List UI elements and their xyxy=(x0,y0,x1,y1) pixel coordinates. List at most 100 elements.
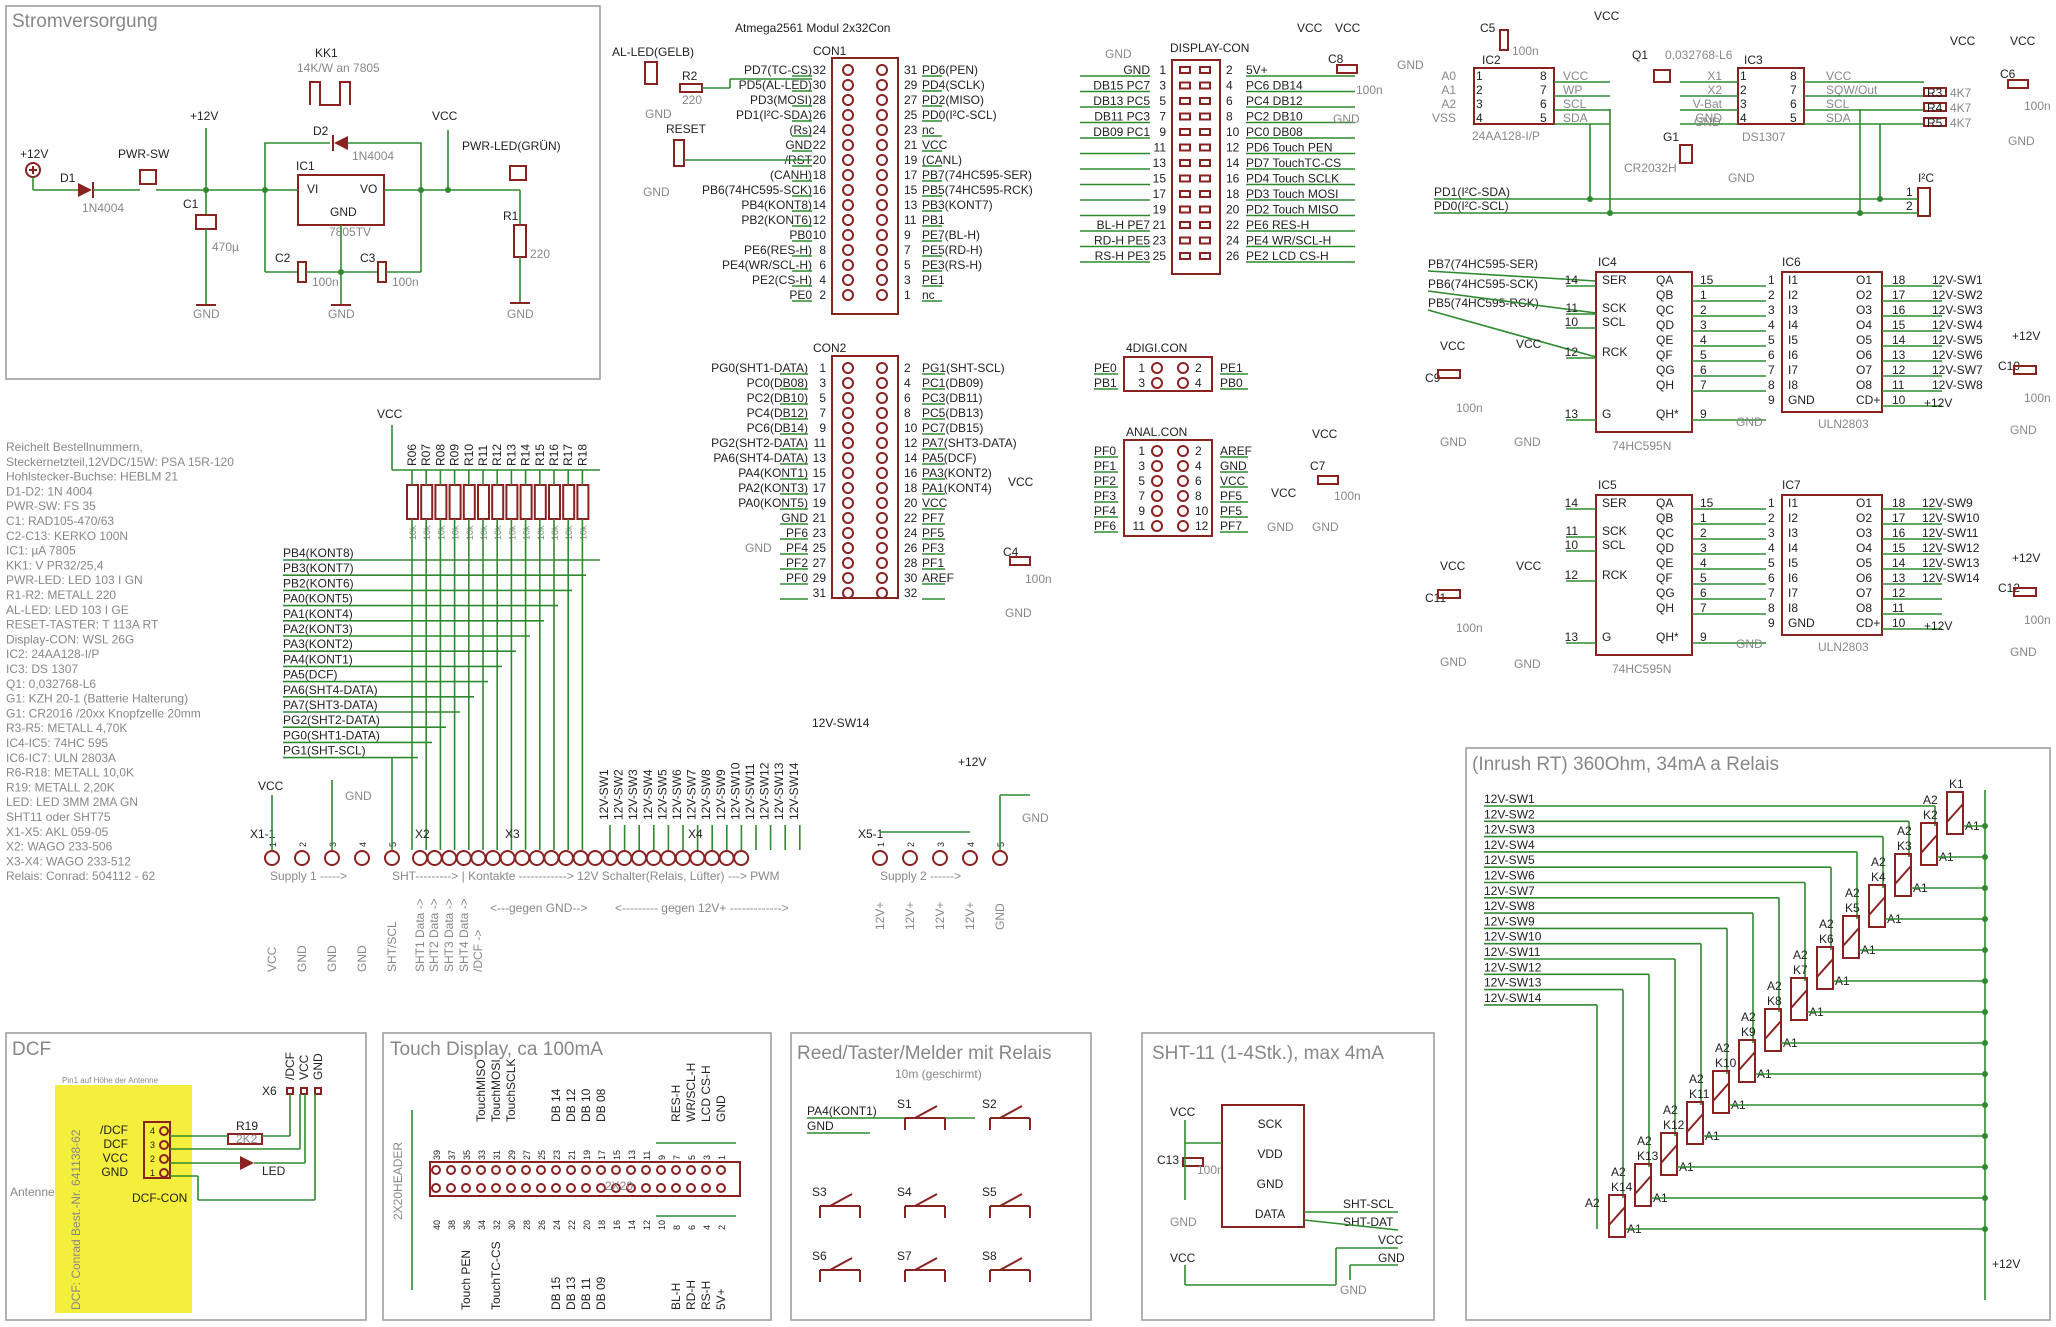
uln-lname: I5 xyxy=(1788,556,1798,570)
x1: X1-1 xyxy=(250,827,276,841)
relay-label: K10 xyxy=(1715,1056,1737,1070)
bom-line: Relais: Conrad: 504112 - 62 xyxy=(6,869,156,883)
touch-pad xyxy=(641,1183,651,1193)
anal-gnd-2: GND xyxy=(1267,520,1294,534)
ic2-right-num: 7 xyxy=(1540,83,1547,97)
ic3-right: SCL xyxy=(1826,97,1850,111)
con2-right-pin: 2 xyxy=(904,361,911,375)
con2-right-pin: 4 xyxy=(904,376,911,390)
con2-right-signal: VCC xyxy=(922,496,948,510)
relay-label: K13 xyxy=(1637,1149,1659,1163)
cap-symbol xyxy=(2013,365,2037,375)
disp-left-signal: RD-H PE5 xyxy=(1094,234,1150,248)
resistor-network: VCCR0610kR0710kR0810kR0910kR1010kR1110kR… xyxy=(283,407,870,850)
relay-diag xyxy=(1608,1206,1626,1226)
pin: 4 xyxy=(358,842,368,847)
con2-pad xyxy=(842,467,854,479)
res-body xyxy=(491,484,505,520)
disp-left-pin: 25 xyxy=(1153,249,1167,263)
relay-coil xyxy=(1816,946,1834,990)
sw-out: 12V-SW13 xyxy=(1922,556,1980,570)
disp-pad xyxy=(1179,143,1191,152)
uln-rpin: 12 xyxy=(1892,586,1906,600)
con2-left-signal: PF2 xyxy=(786,556,808,570)
sw-out: 12V-SW11 xyxy=(1922,526,1979,540)
frame-sht-title: SHT-11 (1-4Stk.), max 4mA xyxy=(1152,1043,1384,1064)
terminal-pad xyxy=(689,850,706,866)
r2-value: 220 xyxy=(682,93,702,107)
touch-bot-num: 20 xyxy=(582,1220,592,1230)
relay-signal: 12V-SW7 xyxy=(1484,884,1535,898)
relay-label: K4 xyxy=(1871,870,1886,884)
relay-a2: A2 xyxy=(1793,948,1808,962)
uln-lpin: 7 xyxy=(1768,363,1775,377)
c4-value: 100n xyxy=(1025,572,1052,586)
con1-pad xyxy=(842,214,854,226)
bottom-label: SHT4 Data -> xyxy=(457,898,471,972)
ic2-left: A0 xyxy=(1441,69,1456,83)
disp-right-pin: 8 xyxy=(1226,110,1233,124)
d1-label: D1 xyxy=(60,171,76,185)
capacitor-c5-symbol xyxy=(1499,29,1509,51)
terminal-pad xyxy=(455,850,472,866)
touch-pad xyxy=(671,1183,681,1193)
ic2-right-num: 6 xyxy=(1540,97,1547,111)
al-led-label: AL-LED(GELB) xyxy=(612,45,694,59)
pin-num: 10 xyxy=(1195,504,1209,518)
res-body xyxy=(477,484,490,520)
sw-label: 12V-SW12 xyxy=(758,762,772,820)
relay-label: K12 xyxy=(1663,1118,1685,1132)
con2-right-signal: AREF xyxy=(922,571,954,585)
reed-contact xyxy=(829,1257,853,1271)
uln-lname: I1 xyxy=(1788,273,1798,287)
res-sig: PA7(SHT3-DATA) xyxy=(283,698,378,712)
hc-lname: SCK xyxy=(1602,524,1627,538)
con1-pad xyxy=(876,124,888,136)
res-label: R12 xyxy=(490,444,504,466)
disp-right-pin: 20 xyxy=(1226,203,1240,217)
touch-top-label: TouchMISO xyxy=(474,1059,488,1122)
con1-left-pin: 14 xyxy=(813,198,827,212)
touch-bot-num: 2 xyxy=(717,1225,727,1230)
pad xyxy=(1151,362,1163,374)
sw-out: 12V-SW10 xyxy=(1922,511,1980,525)
con1-pad xyxy=(842,199,854,211)
con1-right-signal: PE3(RS-H) xyxy=(922,258,982,272)
ic3-gnd: GND xyxy=(1694,115,1721,129)
con1-pad xyxy=(842,154,854,166)
c6-value: 100n xyxy=(2024,99,2051,113)
sw-label: 12V-SW6 xyxy=(670,769,684,820)
touch-bot-num: 8 xyxy=(672,1225,682,1230)
bom-line: G1: KZH 20-1 (Batterie Halterung) xyxy=(6,692,188,706)
relay-diag xyxy=(1816,958,1834,978)
con1-left-pin: 28 xyxy=(813,93,827,107)
pin-signal: VCC xyxy=(1220,474,1246,488)
con1-right-pin: 7 xyxy=(904,243,911,257)
uln-rname: O7 xyxy=(1856,363,1872,377)
ic3-left-num: 1 xyxy=(1740,69,1747,83)
bom-line: D1-D2: 1N 4004 xyxy=(6,484,93,498)
touch-pad xyxy=(611,1183,621,1193)
con2-pad xyxy=(842,452,854,464)
relay-a2: A2 xyxy=(1923,793,1938,807)
anal-box xyxy=(1123,439,1213,537)
i2c-sda: PD1(I²C-SDA) xyxy=(1434,185,1510,199)
touch-top-label: DB 08 xyxy=(594,1088,608,1122)
r4-label: R4 xyxy=(1927,101,1943,115)
con1-right-pin: 15 xyxy=(904,183,918,197)
power-supply: +12V D1 1N4004 PWR-SW C1 470µ GND KK1 14… xyxy=(20,46,561,321)
relay-diag xyxy=(1660,1144,1678,1164)
hc-rpin: 3 xyxy=(1700,541,1707,555)
con1-left-signal: PB2(KONT6) xyxy=(741,213,812,227)
con2-right-pin: 24 xyxy=(904,526,918,540)
touch-top-num: 27 xyxy=(522,1150,532,1160)
dcf-pad xyxy=(159,1168,169,1178)
con1-left-pin: 16 xyxy=(813,183,827,197)
con1-block: Atmega2561 Modul 2x32Con CON1 PD7(TC-CS)… xyxy=(612,21,1033,315)
pad xyxy=(1151,520,1163,532)
